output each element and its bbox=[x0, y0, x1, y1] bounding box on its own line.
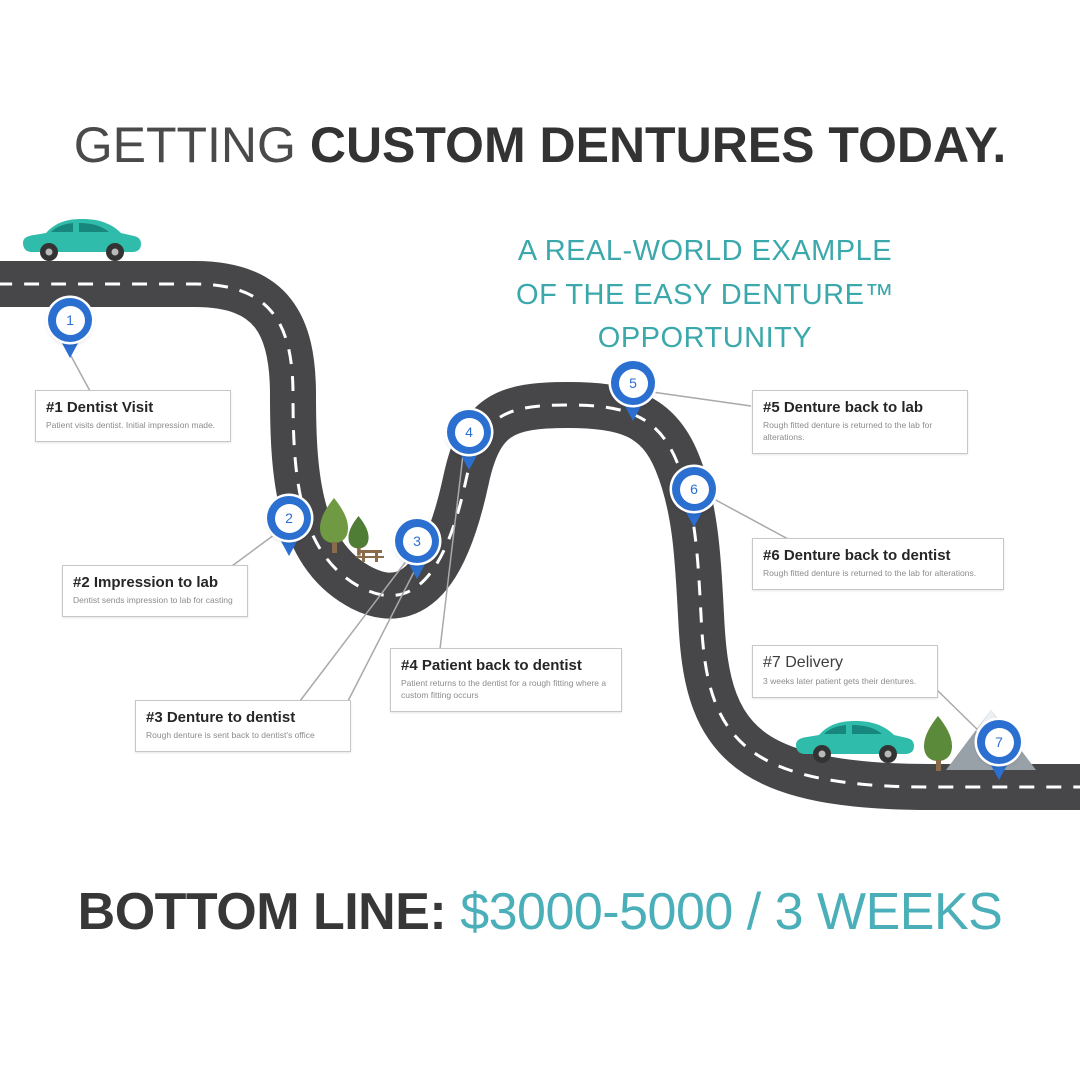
page-title: GETTING CUSTOM DENTURES TODAY. bbox=[0, 116, 1080, 174]
callout-desc: Rough denture is sent back to dentist's … bbox=[146, 730, 315, 740]
pin-head: 4 bbox=[447, 410, 491, 454]
callout-title: #4 Patient back to dentist bbox=[401, 657, 582, 674]
map-pin-5: 5 bbox=[611, 361, 655, 423]
connector-line-3b bbox=[347, 565, 418, 702]
map-pin-3: 3 bbox=[395, 519, 439, 581]
pin-number: 1 bbox=[55, 305, 85, 335]
subtitle-line-1: A REAL-WORLD EXAMPLE bbox=[517, 235, 893, 267]
connector-line-3a bbox=[299, 559, 408, 702]
pin-head: 1 bbox=[48, 298, 92, 342]
pin-number: 2 bbox=[274, 503, 304, 533]
callout-desc: Patient returns to the dentist for a rou… bbox=[401, 678, 607, 700]
callout-desc: 3 weeks later patient gets their denture… bbox=[763, 676, 917, 686]
step-callout-3: #3 Denture to dentist Rough denture is s… bbox=[135, 700, 351, 752]
picnic-table-icon bbox=[356, 550, 384, 562]
callout-title: #5 Denture back to lab bbox=[763, 399, 924, 416]
subtitle-line-2: OF THE EASY DENTURE™ OPPORTUNITY bbox=[516, 278, 894, 355]
tree-icon bbox=[320, 498, 348, 553]
callout-title: #2 Impression to lab bbox=[73, 574, 219, 591]
pin-head: 2 bbox=[267, 496, 311, 540]
pin-head: 7 bbox=[977, 720, 1021, 764]
pin-head: 5 bbox=[611, 361, 655, 405]
map-pin-4: 4 bbox=[447, 410, 491, 472]
car-icon bbox=[796, 721, 914, 763]
connector-line-2 bbox=[231, 531, 279, 567]
pin-head: 6 bbox=[672, 467, 716, 511]
page-title-bold: CUSTOM DENTURES TODAY. bbox=[309, 117, 1007, 173]
bottom-line: BOTTOM LINE: $3000-5000 / 3 WEEKS bbox=[0, 882, 1080, 942]
step-callout-5: #5 Denture back to lab Rough fitted dent… bbox=[752, 390, 968, 454]
bottom-line-value: $3000-5000 / 3 WEEKS bbox=[460, 883, 1003, 941]
connector-lines bbox=[70, 355, 983, 735]
callout-title: #1 Dentist Visit bbox=[46, 399, 154, 416]
subtitle: A REAL-WORLD EXAMPLE OF THE EASY DENTURE… bbox=[415, 230, 995, 361]
callout-title: #3 Denture to dentist bbox=[146, 709, 296, 726]
callout-desc: Rough fitted denture is returned to the … bbox=[763, 568, 977, 578]
map-pin-2: 2 bbox=[267, 496, 311, 558]
connector-line-5 bbox=[651, 391, 752, 407]
pin-number: 6 bbox=[679, 474, 709, 504]
tree-icon bbox=[924, 716, 952, 771]
pin-head: 3 bbox=[395, 519, 439, 563]
callout-desc: Patient visits dentist. Initial impressi… bbox=[46, 420, 216, 430]
connector-line-4 bbox=[439, 454, 464, 650]
step-callout-1: #1 Dentist Visit Patient visits dentist.… bbox=[35, 390, 231, 442]
map-pin-6: 6 bbox=[672, 467, 716, 529]
tree-icon bbox=[348, 516, 369, 556]
page-title-light: GETTING bbox=[73, 117, 296, 173]
connector-line-7 bbox=[936, 689, 983, 735]
step-callout-7: #7 Delivery 3 weeks later patient gets t… bbox=[752, 645, 938, 698]
pin-number: 5 bbox=[618, 368, 648, 398]
step-callout-6: #6 Denture back to dentist Rough fitted … bbox=[752, 538, 1004, 590]
callout-title: #7 Delivery bbox=[763, 654, 844, 671]
car-icon bbox=[23, 219, 141, 261]
map-pin-7: 7 bbox=[977, 720, 1021, 782]
callout-desc: Rough fitted denture is returned to the … bbox=[763, 420, 933, 442]
pin-number: 7 bbox=[984, 727, 1014, 757]
road-centerline bbox=[0, 282, 1080, 789]
step-callout-2: #2 Impression to lab Dentist sends impre… bbox=[62, 565, 248, 617]
connector-line-1 bbox=[70, 355, 91, 392]
map-pin-1: 1 bbox=[48, 298, 92, 360]
callout-desc: Dentist sends impression to lab for cast… bbox=[73, 595, 233, 605]
pin-number: 4 bbox=[454, 417, 484, 447]
step-callout-4: #4 Patient back to dentist Patient retur… bbox=[390, 648, 622, 712]
connector-line-6 bbox=[711, 497, 789, 540]
bottom-line-label: BOTTOM LINE: bbox=[77, 883, 447, 941]
callout-title: #6 Denture back to dentist bbox=[763, 547, 951, 564]
pin-number: 3 bbox=[402, 526, 432, 556]
